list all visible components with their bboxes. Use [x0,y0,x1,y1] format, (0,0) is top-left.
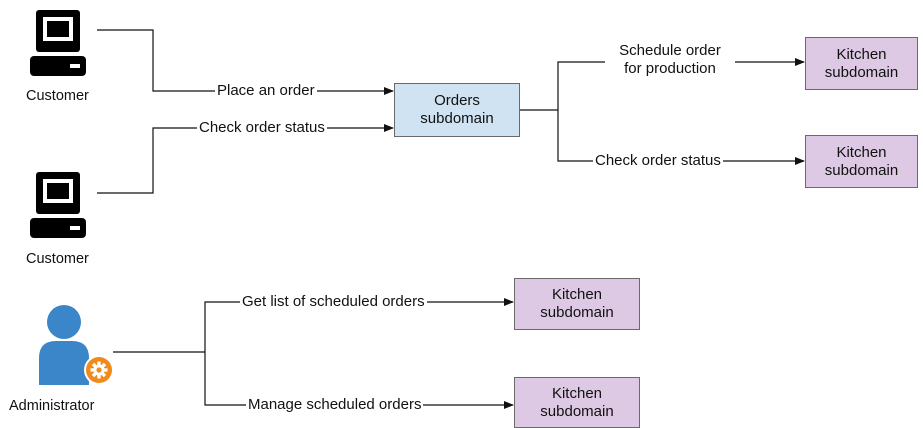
actor-label-customer: Customer [26,251,89,267]
edge-label-check-order-status: Check order status [593,152,723,170]
edge-label-check-order-status: Check order status [197,119,327,137]
edge-label-get-list: Get list of scheduled orders [240,293,427,311]
actor-label-customer: Customer [26,88,89,104]
computer-icon [30,172,86,238]
admin-user-gear-icon [39,305,114,385]
edge-check-status-customer [97,124,394,194]
computer-icon [30,10,86,76]
edge-label-place-order: Place an order [215,82,317,100]
edge-label-manage: Manage scheduled orders [246,396,424,414]
actor-label-administrator: Administrator [9,398,95,414]
edge-label-schedule-order: Schedule order for production [605,42,735,78]
